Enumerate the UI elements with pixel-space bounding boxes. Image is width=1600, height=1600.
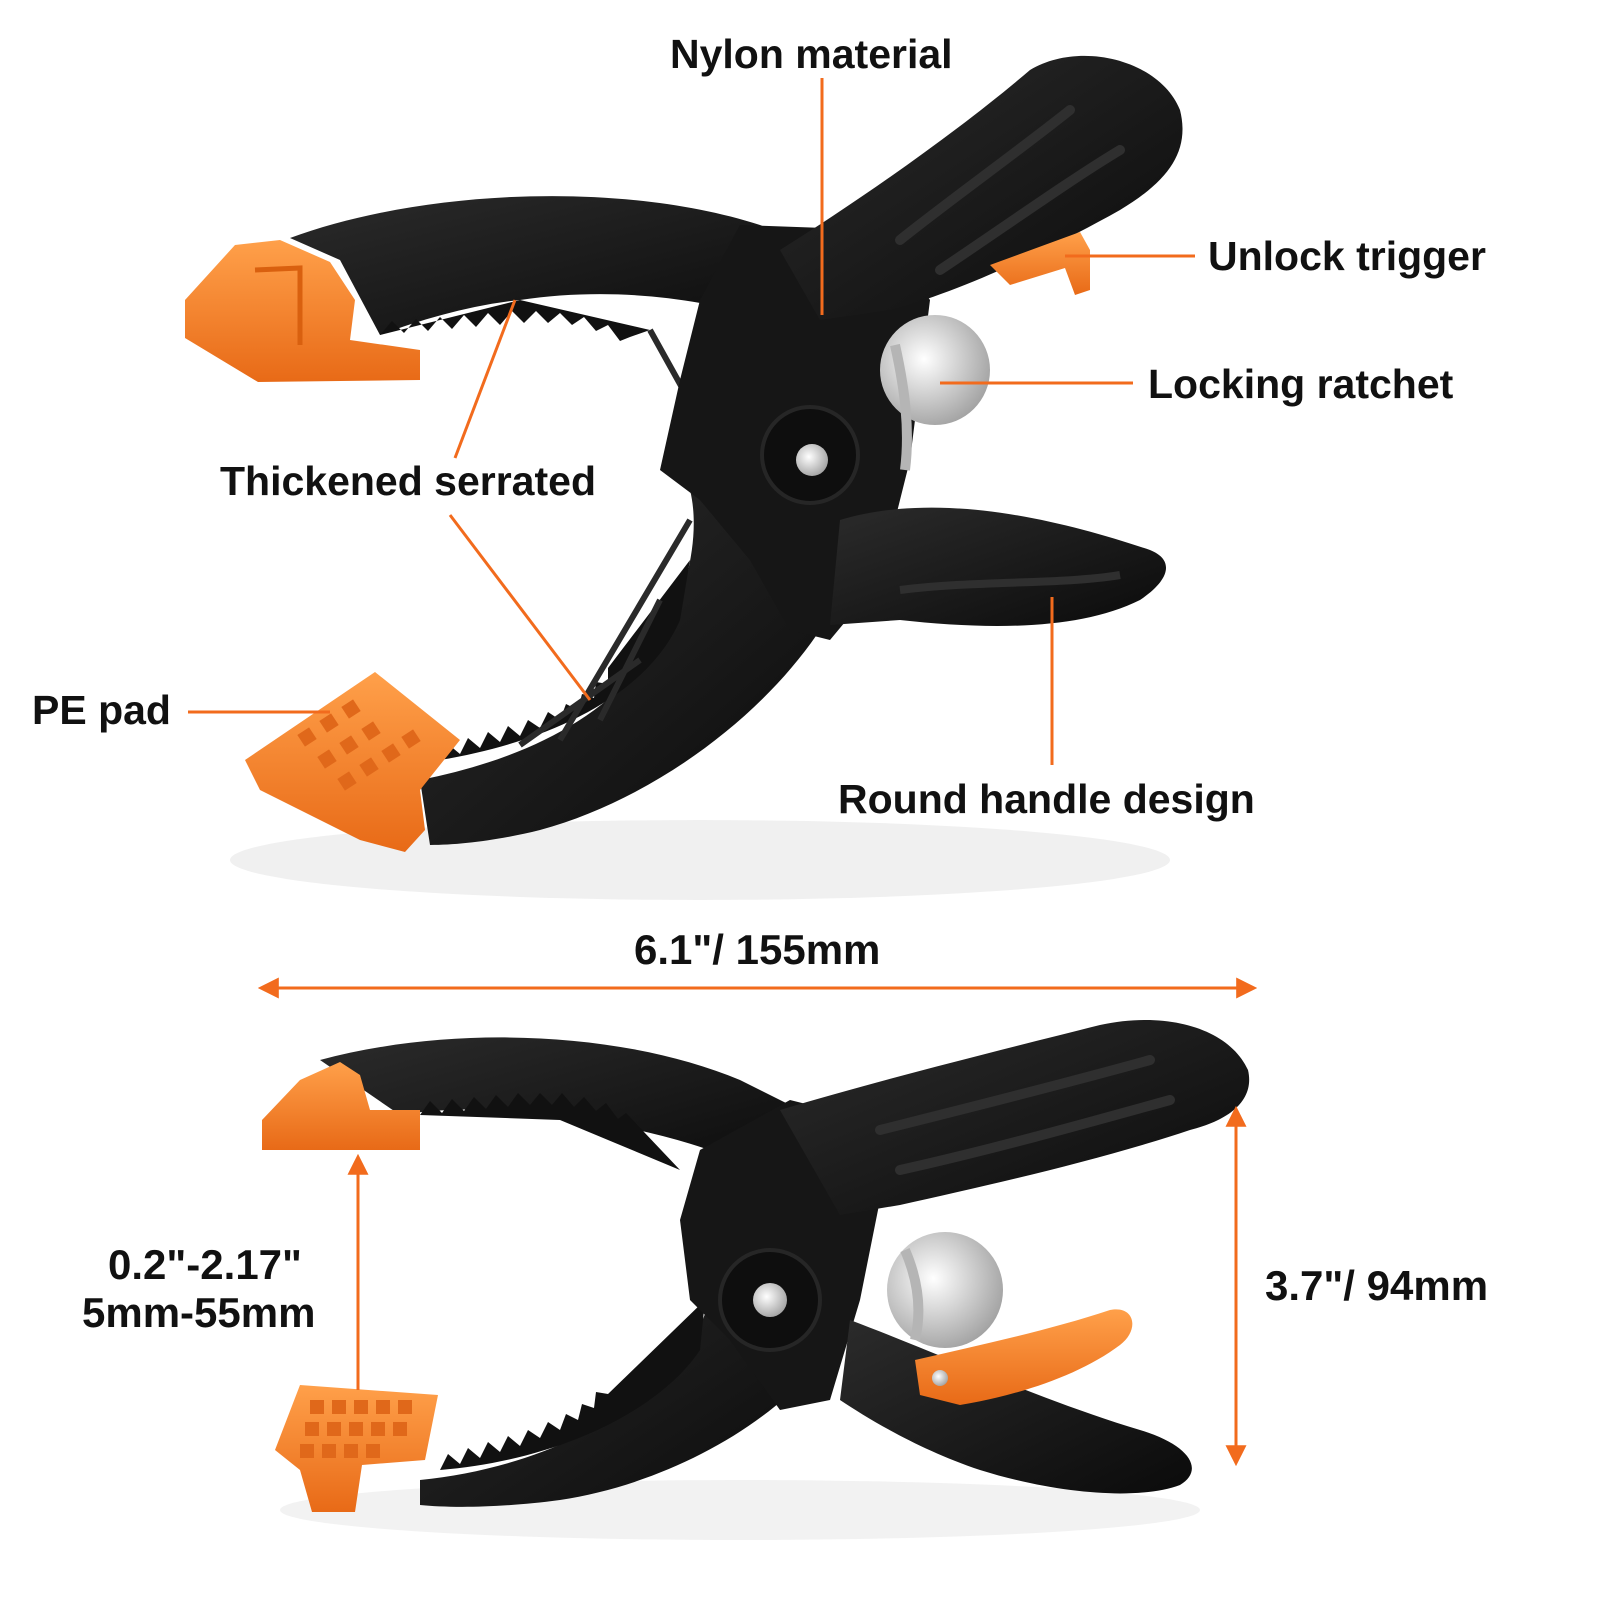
bottom-clamp-upper-teeth <box>420 1093 680 1170</box>
bottom-clamp-lower-pad <box>275 1385 438 1512</box>
top-clamp-lower-pad <box>245 672 460 852</box>
leader-serrated-top <box>453 299 517 459</box>
top-clamp-lower-jaw <box>420 490 830 845</box>
leader-serrated-bottom <box>448 514 592 701</box>
label-pe-pad: PE pad <box>32 687 171 733</box>
top-clamp-upper-teeth <box>380 300 650 341</box>
label-round-handle: Round handle design <box>838 776 1255 822</box>
bottom-clamp-unlock-trigger <box>915 1309 1133 1405</box>
dimension-opening-inch: 0.2"-2.17" <box>108 1241 302 1288</box>
label-locking-ratchet: Locking ratchet <box>1148 361 1454 407</box>
top-clamp-pivot-bolt <box>796 444 828 476</box>
top-clamp-ribs <box>518 328 703 748</box>
bottom-clamp-lower-teeth <box>440 1300 705 1470</box>
dimension-arrows <box>257 977 1258 1467</box>
top-clamp-lower-handle <box>830 507 1167 626</box>
top-clamp-upper-handle <box>780 55 1183 320</box>
dimension-opening-mm: 5mm-55mm <box>82 1289 316 1336</box>
bottom-clamp-upper-handle <box>780 1020 1250 1215</box>
top-clamp-lower-handle-grip <box>899 571 1121 594</box>
bottom-clamp-pivot-bolt <box>753 1283 787 1317</box>
top-clamp-upper-handle-grip <box>895 105 1125 275</box>
dimension-height: 3.7"/ 94mm <box>1265 1262 1489 1309</box>
bottom-clamp-upper-pad <box>262 1062 420 1150</box>
label-unlock-trigger: Unlock trigger <box>1208 233 1486 279</box>
bottom-clamp-upper-handle-grip <box>875 1055 1175 1175</box>
bottom-clamp <box>262 1020 1250 1540</box>
top-clamp-upper-jaw <box>290 196 830 335</box>
callout-lines <box>188 78 1195 765</box>
dimension-length: 6.1"/ 155mm <box>634 926 881 973</box>
top-clamp-unlock-trigger <box>990 232 1090 295</box>
top-clamp <box>185 55 1183 900</box>
label-thickened-serrated: Thickened serrated <box>220 458 596 504</box>
bottom-clamp-ratchet-wheel <box>887 1232 1003 1348</box>
label-nylon-material: Nylon material <box>670 31 953 77</box>
